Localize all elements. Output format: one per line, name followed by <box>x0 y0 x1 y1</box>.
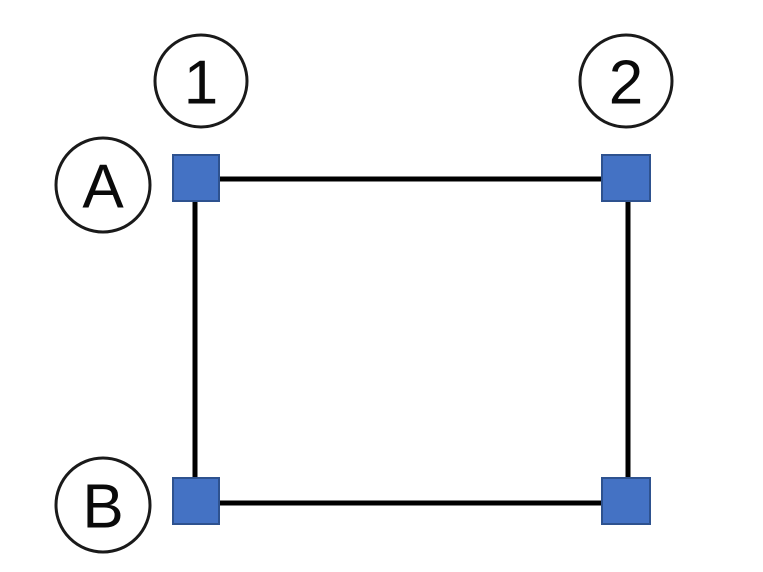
circle-outline-icon <box>578 33 674 129</box>
node-a2[interactable] <box>601 154 651 202</box>
column-label-2-text: 2 <box>609 49 643 118</box>
node-a1[interactable] <box>172 154 220 202</box>
edge-group <box>192 176 631 506</box>
column-label-2[interactable]: 2 <box>578 33 674 129</box>
circle-outline-icon <box>54 136 152 234</box>
row-label-a[interactable]: A <box>54 136 152 234</box>
row-label-b-text: B <box>82 473 123 542</box>
row-label-a-text: A <box>82 153 124 222</box>
column-label-1[interactable]: 1 <box>153 33 249 129</box>
row-label-b[interactable]: B <box>54 456 152 554</box>
column-label-group: 1 2 <box>153 33 674 129</box>
row-label-group: A B <box>54 136 152 554</box>
circle-outline-icon <box>54 456 152 554</box>
node-b2[interactable] <box>601 477 651 525</box>
circle-outline-icon <box>153 33 249 129</box>
column-label-1-text: 1 <box>184 49 218 118</box>
node-group <box>172 154 651 525</box>
node-b1[interactable] <box>172 477 220 525</box>
